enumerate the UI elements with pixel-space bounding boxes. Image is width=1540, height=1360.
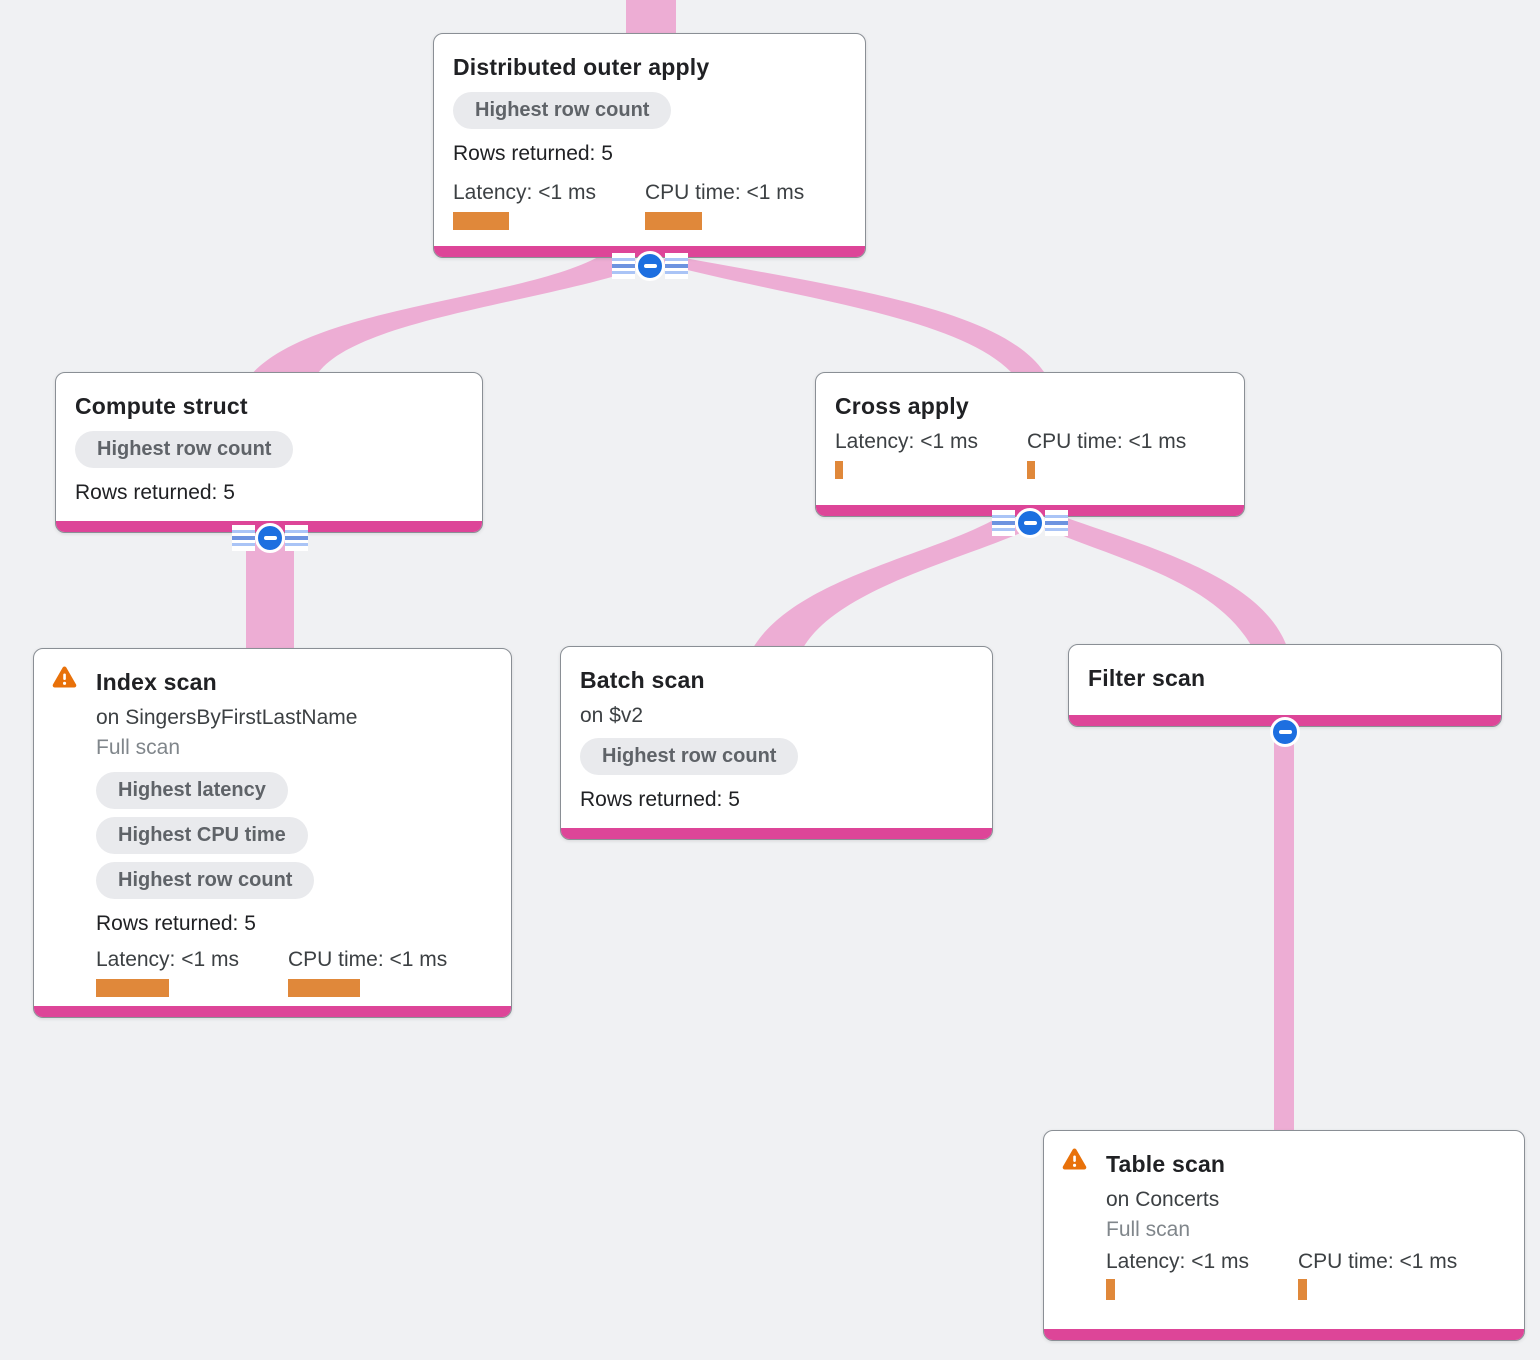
collapse-minus-icon <box>635 251 665 281</box>
node-title: Index scan <box>96 669 217 695</box>
collapse-button-distributed-outer-apply[interactable] <box>612 251 688 281</box>
warning-icon <box>1062 1148 1087 1171</box>
collapse-lines-right-icon <box>285 525 308 551</box>
node-table-scan[interactable]: Table scan on Concerts Full scan Latency… <box>1043 1130 1525 1341</box>
rows-returned: Rows returned: 5 <box>580 788 740 811</box>
node-title: Distributed outer apply <box>453 54 710 80</box>
latency-label: Latency: <1 ms <box>1106 1250 1249 1273</box>
rows-returned: Rows returned: 5 <box>453 142 613 165</box>
latency-bar <box>835 461 843 479</box>
collapse-lines-left-icon <box>992 510 1015 536</box>
node-compute-struct[interactable]: Compute struct Highest row count Rows re… <box>55 372 483 533</box>
cpu-time-label: CPU time: <1 ms <box>1298 1250 1458 1273</box>
badge-highest-latency: Highest latency <box>96 772 288 809</box>
badge-highest-row-count: Highest row count <box>580 738 799 775</box>
cpu-time-label: CPU time: <1 ms <box>645 181 805 204</box>
node-index-scan[interactable]: Index scan on SingersByFirstLastName Ful… <box>33 648 512 1018</box>
badge-highest-cpu-time: Highest CPU time <box>96 817 308 854</box>
latency-label: Latency: <1 ms <box>453 181 596 204</box>
scan-type: Full scan <box>1106 1218 1191 1241</box>
link-parent-to-distributed-outer-apply <box>626 0 676 40</box>
latency-bar <box>453 212 509 230</box>
scan-type: Full scan <box>96 736 181 759</box>
node-title: Table scan <box>1106 1151 1226 1177</box>
collapse-minus-icon <box>1015 508 1045 538</box>
link-compute-struct-to-index-scan <box>246 526 294 652</box>
badge-highest-row-count: Highest row count <box>75 431 294 468</box>
collapse-lines-right-icon <box>1045 510 1068 536</box>
badge-highest-row-count: Highest row count <box>96 862 315 899</box>
latency-label: Latency: <1 ms <box>96 948 239 971</box>
cpu-time-label: CPU time: <1 ms <box>1027 430 1187 453</box>
link-filter-scan-to-table-scan <box>1274 720 1294 1134</box>
latency-bar <box>96 979 169 997</box>
warning-icon <box>52 666 77 689</box>
cpu-time-bar <box>645 212 702 230</box>
collapse-lines-right-icon <box>665 253 688 279</box>
node-title: Cross apply <box>835 393 969 419</box>
scan-target: on SingersByFirstLastName <box>96 706 358 729</box>
link-distributed-outer-apply-to-cross-apply <box>656 256 1044 372</box>
node-title: Batch scan <box>580 667 705 693</box>
cpu-time-bar <box>288 979 360 997</box>
node-title: Compute struct <box>75 393 248 419</box>
collapse-lines-left-icon <box>232 525 255 551</box>
collapse-lines-left-icon <box>612 253 635 279</box>
rows-returned: Rows returned: 5 <box>75 481 235 504</box>
node-title: Filter scan <box>1088 665 1206 691</box>
link-cross-apply-to-filter-scan <box>1044 517 1287 647</box>
link-distributed-outer-apply-to-compute-struct <box>250 256 652 376</box>
cpu-time-bar <box>1298 1279 1307 1300</box>
collapse-minus-icon <box>255 523 285 553</box>
cpu-time-label: CPU time: <1 ms <box>288 948 448 971</box>
node-cross-apply[interactable]: Cross apply Latency: <1 ms CPU time: <1 … <box>815 372 1245 517</box>
scan-target: on $v2 <box>580 704 644 727</box>
node-batch-scan[interactable]: Batch scan on $v2 Highest row count Rows… <box>560 646 993 840</box>
collapse-button-cross-apply[interactable] <box>992 508 1068 538</box>
rows-returned: Rows returned: 5 <box>96 912 256 935</box>
latency-label: Latency: <1 ms <box>835 430 978 453</box>
node-filter-scan[interactable]: Filter scan <box>1068 644 1502 727</box>
link-cross-apply-to-batch-scan <box>753 518 1032 648</box>
node-footer-bar <box>561 828 992 839</box>
node-footer-bar <box>1044 1329 1524 1340</box>
collapse-minus-icon <box>1270 717 1300 747</box>
node-footer-bar <box>34 1006 511 1017</box>
collapse-button-compute-struct[interactable] <box>232 523 308 553</box>
latency-bar <box>1106 1279 1115 1300</box>
badge-highest-row-count: Highest row count <box>453 92 672 129</box>
node-distributed-outer-apply[interactable]: Distributed outer apply Highest row coun… <box>433 33 866 258</box>
scan-target: on Concerts <box>1106 1188 1220 1211</box>
collapse-button-filter-scan[interactable] <box>1270 717 1300 747</box>
cpu-time-bar <box>1027 461 1035 479</box>
